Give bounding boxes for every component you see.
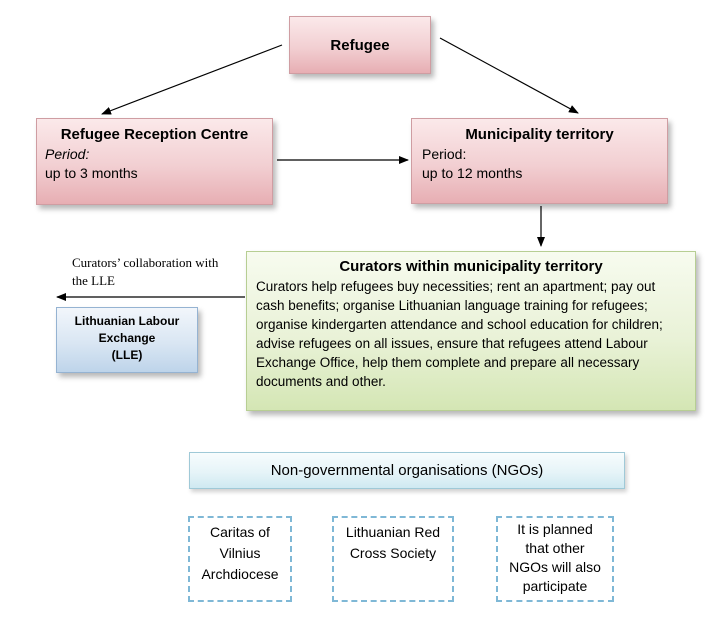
curators-box: Curators within municipality territory C… bbox=[246, 251, 696, 411]
lle-line-2: Exchange bbox=[98, 331, 156, 345]
collaboration-label-line-2: the LLE bbox=[72, 273, 115, 288]
lle-box: Lithuanian Labour Exchange (LLE) bbox=[56, 307, 198, 373]
municipality-period-label: Period: bbox=[422, 146, 467, 162]
municipality-period-value: up to 12 months bbox=[422, 165, 523, 181]
ngo-item-text: that other bbox=[525, 540, 585, 556]
reception-period-value: up to 3 months bbox=[45, 165, 138, 181]
refugee-box: Refugee bbox=[289, 16, 431, 74]
reception-centre-box: Refugee Reception Centre Period: up to 3… bbox=[36, 118, 273, 205]
ngo-item-text: Cross Society bbox=[349, 545, 437, 561]
collaboration-label-line-1: Curators’ collaboration with bbox=[72, 255, 219, 270]
municipality-box: Municipality territory Period: up to 12 … bbox=[411, 118, 668, 204]
ngo-item-text: Vilnius bbox=[219, 545, 261, 561]
ngo-item-text: It is planned bbox=[517, 521, 593, 537]
reception-period-label: Period: bbox=[45, 146, 90, 162]
collaboration-label: Curators’ collaboration with the LLE bbox=[72, 254, 247, 290]
ngo-item-text: Lithuanian Red bbox=[345, 524, 441, 540]
reception-centre-title: Refugee Reception Centre bbox=[60, 126, 249, 143]
arrow-refugee-to-municipality bbox=[439, 37, 579, 114]
ngo-item-other: It is planned that other NGOs will also … bbox=[496, 516, 614, 602]
ngo-item-text: Archdiocese bbox=[201, 566, 279, 582]
ngo-item-red-cross: Lithuanian Red Cross Society bbox=[332, 516, 454, 602]
curators-description: Curators help refugees buy necessities; … bbox=[256, 279, 663, 389]
ngo-header-box: Non-governmental organisations (NGOs) bbox=[189, 452, 625, 489]
ngo-header-title: Non-governmental organisations (NGOs) bbox=[270, 462, 544, 479]
arrow-refugee-to-reception bbox=[101, 44, 283, 115]
municipality-title: Municipality territory bbox=[465, 126, 614, 143]
ngo-item-text: NGOs will also bbox=[509, 559, 601, 575]
refugee-title: Refugee bbox=[330, 36, 390, 54]
lle-line-1: Lithuanian Labour bbox=[74, 314, 180, 328]
ngo-item-text: participate bbox=[522, 578, 588, 594]
ngo-item-text: Caritas of bbox=[210, 524, 270, 540]
curators-title: Curators within municipality territory bbox=[339, 258, 603, 275]
lle-line-3: (LLE) bbox=[111, 348, 143, 362]
ngo-item-caritas: Caritas of Vilnius Archdiocese bbox=[188, 516, 292, 602]
